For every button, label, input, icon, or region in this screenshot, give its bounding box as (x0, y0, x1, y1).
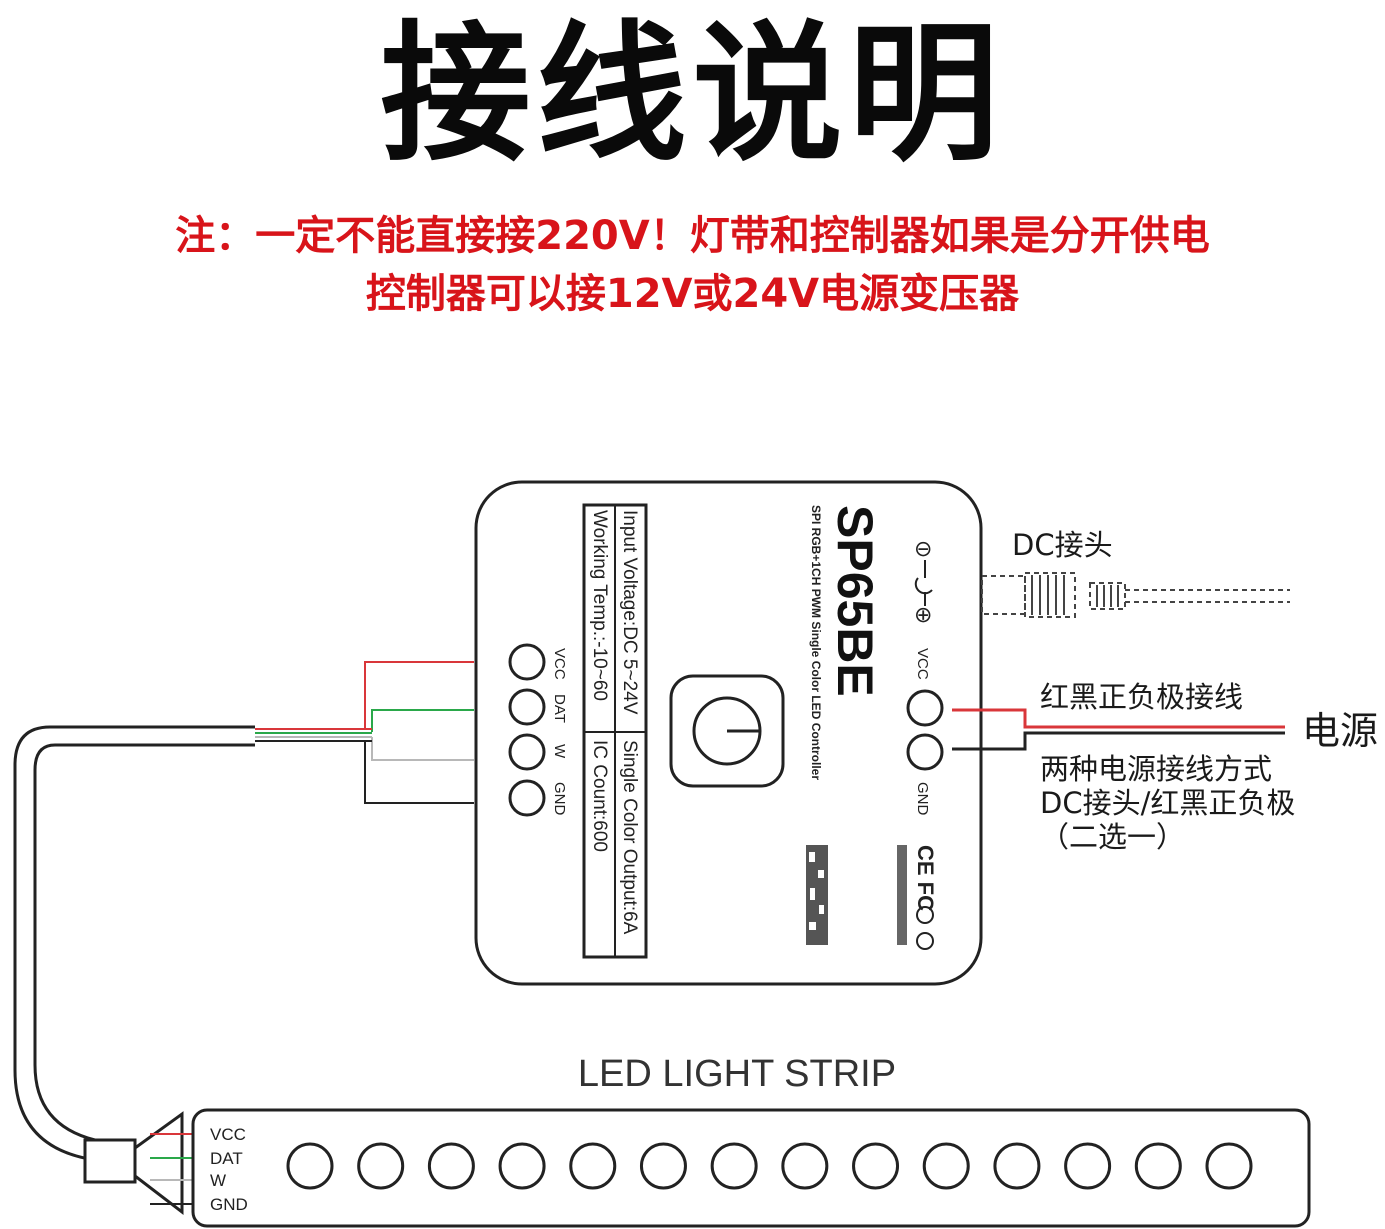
led-6 (639, 1142, 687, 1190)
power-supply-label: 电源 (1302, 709, 1379, 753)
led-2 (357, 1142, 405, 1190)
terminal-label-gnd-right: GND (914, 782, 931, 816)
terminal-label-gnd: GND (551, 782, 568, 816)
recycle-icon (916, 932, 934, 950)
strip-wire-w (371, 737, 474, 761)
warning-line-1: 注：一定不能直接接220V！灯带和控制器如果是分开供电 (175, 213, 1210, 259)
led-9 (852, 1142, 900, 1190)
terminal-dat-left (508, 688, 546, 726)
led-group (286, 1142, 1253, 1190)
cable-sheath-outer (13, 725, 255, 1162)
wee-icon (916, 906, 934, 924)
terminal-label-vcc: VCC (551, 648, 568, 680)
page-title: 接线说明 (380, 8, 1005, 182)
strip-wire-gnd (364, 741, 474, 804)
two-methods-line-1: 两种电源接线方式 (1040, 752, 1273, 786)
led-12 (1064, 1142, 1112, 1190)
strip-pin-gnd: GND (210, 1195, 248, 1214)
led-5 (569, 1142, 617, 1190)
terminal-gnd-left (508, 779, 546, 817)
power-wire-red (952, 708, 1285, 729)
spec-output: Single Color Output:6A (619, 740, 640, 935)
led-13 (1134, 1142, 1182, 1190)
terminal-gnd-right (906, 733, 944, 771)
led-10 (922, 1142, 970, 1190)
led-14 (1205, 1142, 1253, 1190)
power-wire-black (952, 731, 1285, 751)
dc-connector (981, 572, 1290, 618)
dc-connector-label: DC接头 (1012, 528, 1113, 562)
strip-pin-dat: DAT (210, 1149, 243, 1168)
strip-pin-vcc: VCC (210, 1125, 246, 1144)
dc-minus-icon: ⊖ (914, 536, 932, 561)
controller-subtitle: SPI RGB+1CH PWM Single Color LED Control… (809, 505, 823, 780)
terminal-label-vcc-right: VCC (914, 648, 931, 680)
terminal-w-left (508, 733, 546, 771)
strip-connector (133, 1111, 184, 1216)
warning-line-2: 控制器可以接12V或24V电源变压器 (365, 271, 1020, 317)
terminal-label-dat: DAT (551, 694, 568, 723)
spec-ic-count: IC Count:600 (589, 740, 610, 852)
spec-input-voltage: Input Voltage:DC 5~24V (619, 510, 640, 715)
barcode (897, 845, 907, 945)
two-methods-line-3: （二选一） (1040, 820, 1186, 854)
terminal-vcc-left (508, 643, 546, 681)
dc-plus-icon: ⊕ (914, 602, 932, 627)
cable-sheath-inner (33, 743, 255, 1142)
led-3 (427, 1142, 475, 1190)
dc-jack-symbol-icon (914, 560, 933, 606)
led-11 (993, 1142, 1041, 1190)
strip-wire-vcc (364, 661, 474, 728)
led-7 (710, 1142, 758, 1190)
two-methods-line-2: DC接头/红黑正负极 (1040, 786, 1296, 820)
qr-code (806, 845, 828, 945)
terminal-vcc-right (906, 689, 944, 727)
spec-working-temp: Working Temp.:-10~60 (589, 510, 610, 701)
controller-model: SP65BE (827, 505, 883, 697)
cert-marks: CE FC (913, 845, 938, 911)
terminal-label-w: W (551, 744, 568, 759)
cable-end (83, 1138, 137, 1184)
strip-pin-w: W (210, 1171, 226, 1190)
led-4 (498, 1142, 546, 1190)
led-strip-label: LED LIGHT STRIP (578, 1053, 896, 1095)
led-1 (286, 1142, 334, 1190)
red-black-wiring-label: 红黑正负极接线 (1040, 680, 1244, 714)
strip-wire-dat (371, 709, 474, 732)
led-8 (781, 1142, 829, 1190)
